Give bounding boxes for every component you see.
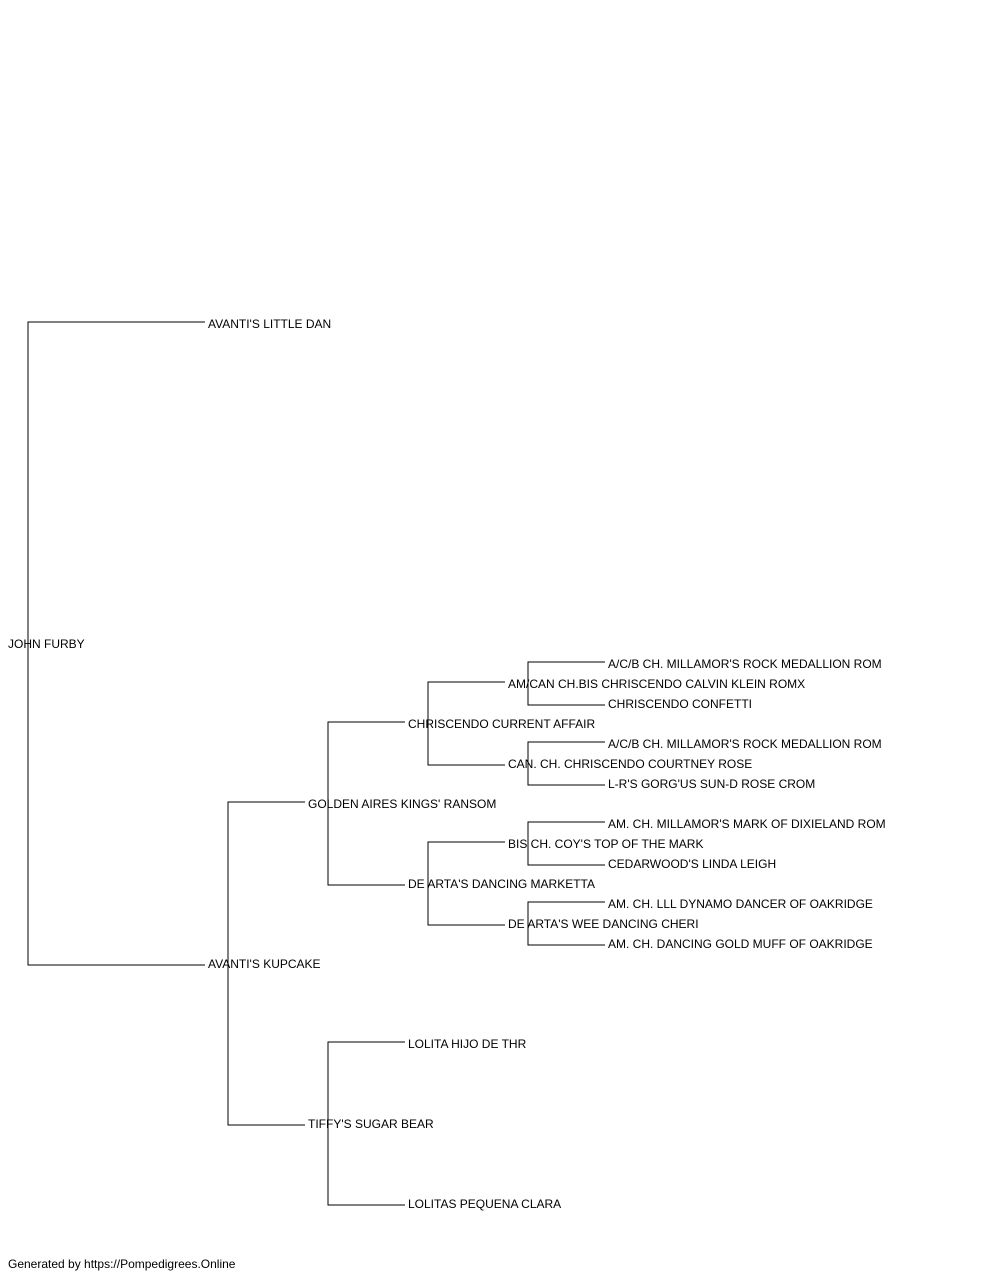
dsds-sire-name: AM. CH. MILLAMOR'S MARK OF DIXIELAND ROM [608,817,886,831]
dsdd-sire-name: AM. CH. LLL DYNAMO DANCER OF OAKRIDGE [608,897,873,911]
footer-credit: Generated by https://Pompedigrees.Online [8,1257,236,1271]
connector-dam-dam [327,1041,405,1206]
dsds-dam-name: CEDARWOOD'S LINDA LEIGH [608,857,776,871]
connector-dsdd [527,901,605,946]
dsss-sire-name: A/C/B CH. MILLAMOR'S ROCK MEDALLION ROM [608,657,882,671]
dssd-dam-name: L-R'S GORG'US SUN-D ROSE CROM [608,777,815,791]
dam-dam-name: TIFFY'S SUGAR BEAR [308,1117,434,1131]
dsss-dam-name: CHRISCENDO CONFETTI [608,697,752,711]
dam-dam-sire-name: LOLITA HIJO DE THR [408,1037,527,1051]
dam-sire-name: GOLDEN AIRES KINGS' RANSOM [308,797,496,811]
dam-sire-sire-name: CHRISCENDO CURRENT AFFAIR [408,717,595,731]
connector-dam-sire [327,721,405,886]
dsdd-dam-name: AM. CH. DANCING GOLD MUFF OF OAKRIDGE [608,937,873,951]
connector-dam [227,801,305,1126]
pedigree-connectors [27,321,605,1206]
dss-dam-name: CAN. CH. CHRISCENDO COURTNEY ROSE [508,757,752,771]
dssd-sire-name: A/C/B CH. MILLAMOR'S ROCK MEDALLION ROM [608,737,882,751]
pedigree-labels: JOHN FURBY AVANTI'S LITTLE DAN AVANTI'S … [8,317,886,1211]
dsd-dam-name: DE ARTA'S WEE DANCING CHERI [508,917,699,931]
connector-subject [27,321,205,966]
dam-dam-dam-name: LOLITAS PEQUENA CLARA [408,1197,561,1211]
connector-dsss [527,661,605,706]
dam-name: AVANTI'S KUPCAKE [208,957,321,971]
subject-name: JOHN FURBY [8,637,85,651]
dss-sire-name: AM/CAN CH.BIS CHRISCENDO CALVIN KLEIN RO… [508,677,805,691]
dsd-sire-name: BIS CH. COY'S TOP OF THE MARK [508,837,703,851]
dam-sire-dam-name: DE ARTA'S DANCING MARKETTA [408,877,595,891]
connector-dss [427,681,505,766]
sire-name: AVANTI'S LITTLE DAN [208,317,331,331]
connector-dssd [527,741,605,786]
connector-dsd [427,841,505,926]
connector-dsds [527,821,605,866]
